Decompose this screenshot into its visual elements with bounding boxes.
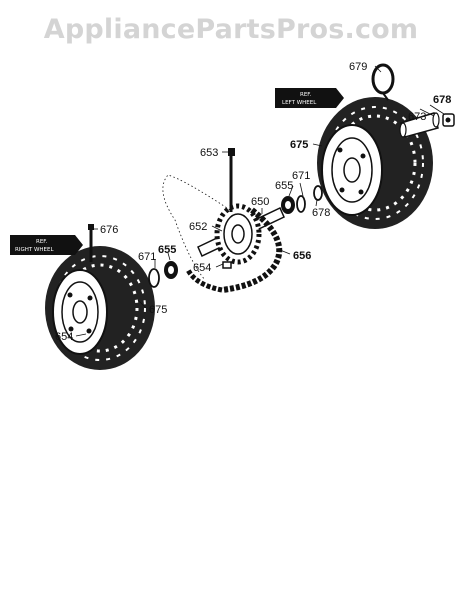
callout-655-lower: 655 xyxy=(158,244,176,256)
axle-pin-673 xyxy=(399,112,440,138)
leader-lines xyxy=(75,104,445,337)
callout-675-upper: 675 xyxy=(290,139,308,151)
bolt-653 xyxy=(228,148,235,212)
callout-656: 656 xyxy=(293,250,311,262)
callout-678-hub: 678 xyxy=(312,207,330,219)
callout-673: 673 xyxy=(408,111,426,123)
callout-654-center: 654 xyxy=(193,262,211,274)
right-wheel xyxy=(45,246,155,370)
stud-676 xyxy=(88,224,94,262)
callout-655-upper: 655 xyxy=(275,180,293,192)
ref-right-line1: REF. xyxy=(36,239,48,245)
cropped-header-text: — · ——— ——— ·— xyxy=(150,0,249,5)
sprocket-652 xyxy=(214,203,262,265)
washer-671-right xyxy=(296,195,306,213)
nut-654-center xyxy=(222,261,232,269)
ref-left-line2: LEFT WHEEL xyxy=(282,100,317,106)
ring-679 xyxy=(371,63,395,101)
callout-675-lower: 675 xyxy=(149,304,167,316)
ref-right-wheel-tag: REF. RIGHT WHEEL xyxy=(10,235,83,255)
nut-678-hub xyxy=(313,185,323,201)
nut-678-right xyxy=(442,113,455,127)
watermark: AppliancePartsPros.com xyxy=(43,14,419,45)
callout-671-upper: 671 xyxy=(292,170,310,182)
callout-653: 653 xyxy=(200,147,218,159)
bearing-655-left xyxy=(164,261,178,279)
callout-671-lower: 671 xyxy=(138,251,156,263)
callout-652: 652 xyxy=(189,221,207,233)
callout-676: 676 xyxy=(100,224,118,236)
ref-right-line2: RIGHT WHEEL xyxy=(15,247,54,253)
ref-left-line1: REF. xyxy=(300,92,312,98)
ref-left-wheel-tag: REF. LEFT WHEEL xyxy=(275,88,344,108)
callout-678-right: 678 xyxy=(433,94,451,106)
bearing-655-right xyxy=(281,196,295,214)
callout-650: 650 xyxy=(251,196,269,208)
callout-679: 679 xyxy=(349,61,367,73)
washer-671-left xyxy=(148,268,160,288)
chain-656 xyxy=(162,174,283,293)
callout-654-lower: 654 xyxy=(55,331,73,343)
